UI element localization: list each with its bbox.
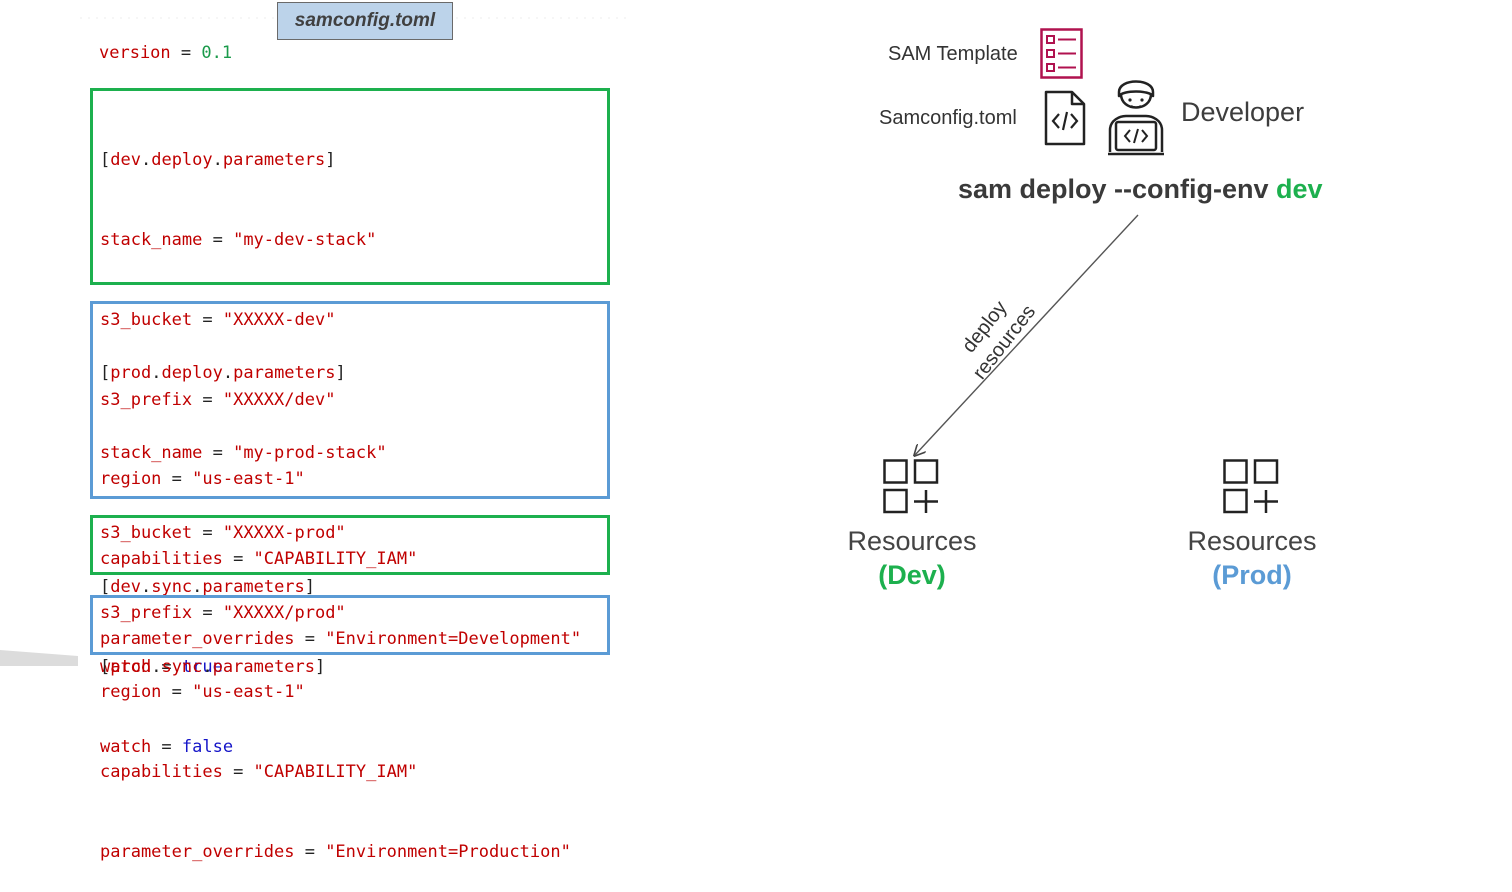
config-value: "my-dev-stack" <box>233 229 377 250</box>
config-value: "XXXXX/dev" <box>222 389 336 410</box>
config-key: capabilities <box>100 549 223 570</box>
config-line: stack_name = "my-prod-stack" <box>100 442 387 463</box>
config-value: "CAPABILITY_IAM" <box>253 762 418 783</box>
section-part: sync <box>151 577 193 598</box>
config-line: parameter_overrides = "Environment=Produ… <box>100 841 571 862</box>
developer-label: Developer <box>1181 97 1305 127</box>
config-key: region <box>100 682 162 703</box>
version-op: = <box>170 43 202 63</box>
sam-template-icon <box>1040 28 1083 79</box>
section-part: dev <box>110 577 141 598</box>
section-part: prod <box>110 363 152 384</box>
resources-prod-icon <box>1223 459 1279 514</box>
config-key: stack_name <box>100 229 203 250</box>
config-key: watch <box>100 736 152 757</box>
config-value: "Environment=Development" <box>325 628 582 649</box>
deploy-command: sam deploy --config-env dev <box>958 174 1323 205</box>
section-part: parameters <box>233 363 336 384</box>
section-header: [dev.sync.parameters] <box>100 577 316 598</box>
config-key: s3_prefix <box>100 389 193 410</box>
file-tab-label: samconfig.toml <box>294 10 436 31</box>
resources-dev-env: (Dev) <box>878 560 946 590</box>
config-value: "XXXXX-prod" <box>222 522 346 543</box>
sam-template-label: SAM Template <box>888 43 1018 65</box>
resources-prod-env: (Prod) <box>1212 560 1292 590</box>
resources-prod-label: Resources <box>1187 526 1317 556</box>
dev-deploy-block: [dev.deploy.parameters] stack_name = "my… <box>90 88 610 649</box>
version-value: 0.1 <box>201 43 233 63</box>
config-key: stack_name <box>100 442 203 463</box>
samconfig-label: Samconfig.toml <box>879 107 1017 129</box>
config-line: stack_name = "my-dev-stack" <box>100 229 377 250</box>
section-header: [prod.deploy.parameters] <box>100 363 346 384</box>
config-key: s3_bucket <box>100 522 193 543</box>
section-part: dev <box>110 150 141 171</box>
config-line: s3_prefix = "XXXXX/dev" <box>100 389 336 410</box>
config-line: watch = false <box>100 736 234 757</box>
config-value: "us-east-1" <box>192 469 305 490</box>
config-line: s3_prefix = "XXXXX/prod" <box>100 602 346 623</box>
config-value: "CAPABILITY_IAM" <box>253 549 418 570</box>
config-value: "XXXXX/prod" <box>222 602 346 623</box>
config-line: capabilities = "CAPABILITY_IAM" <box>100 762 418 783</box>
section-part: deploy <box>161 363 223 384</box>
config-value: "my-prod-stack" <box>233 442 387 463</box>
config-value: false <box>181 736 234 757</box>
version-line: version = 0.1 <box>99 40 232 67</box>
version-key: version <box>99 43 171 63</box>
config-value: "XXXXX-dev" <box>222 309 336 330</box>
resources-dev-label: Resources <box>847 526 977 556</box>
config-key: s3_prefix <box>100 602 193 623</box>
config-key: s3_bucket <box>100 309 193 330</box>
code-file-icon <box>1044 90 1086 146</box>
config-key: parameter_overrides <box>100 841 295 862</box>
config-line: region = "us-east-1" <box>100 682 305 703</box>
config-value: "Environment=Production" <box>325 841 571 862</box>
config-key: capabilities <box>100 762 223 783</box>
command-prefix: sam deploy --config-env <box>958 174 1277 204</box>
samconfig-file-tab: samconfig.toml <box>277 2 453 40</box>
section-part: parameters <box>222 150 326 171</box>
config-line: capabilities = "CAPABILITY_IAM" <box>100 549 418 570</box>
section-header: [dev.deploy.parameters] <box>100 150 336 171</box>
config-key: parameter_overrides <box>100 628 295 649</box>
config-line: region = "us-east-1" <box>100 469 305 490</box>
config-key: region <box>100 469 162 490</box>
resources-dev-icon <box>883 459 939 514</box>
config-line: s3_bucket = "XXXXX-prod" <box>100 522 346 543</box>
command-env: dev <box>1276 174 1323 204</box>
config-line: parameter_overrides = "Environment=Devel… <box>100 628 582 649</box>
section-part: deploy <box>151 150 213 171</box>
section-part: parameters <box>202 577 305 598</box>
config-value: "us-east-1" <box>192 682 305 703</box>
deploy-arrow <box>0 214 1139 666</box>
developer-icon <box>1108 80 1164 156</box>
config-line: s3_bucket = "XXXXX-dev" <box>100 309 336 330</box>
